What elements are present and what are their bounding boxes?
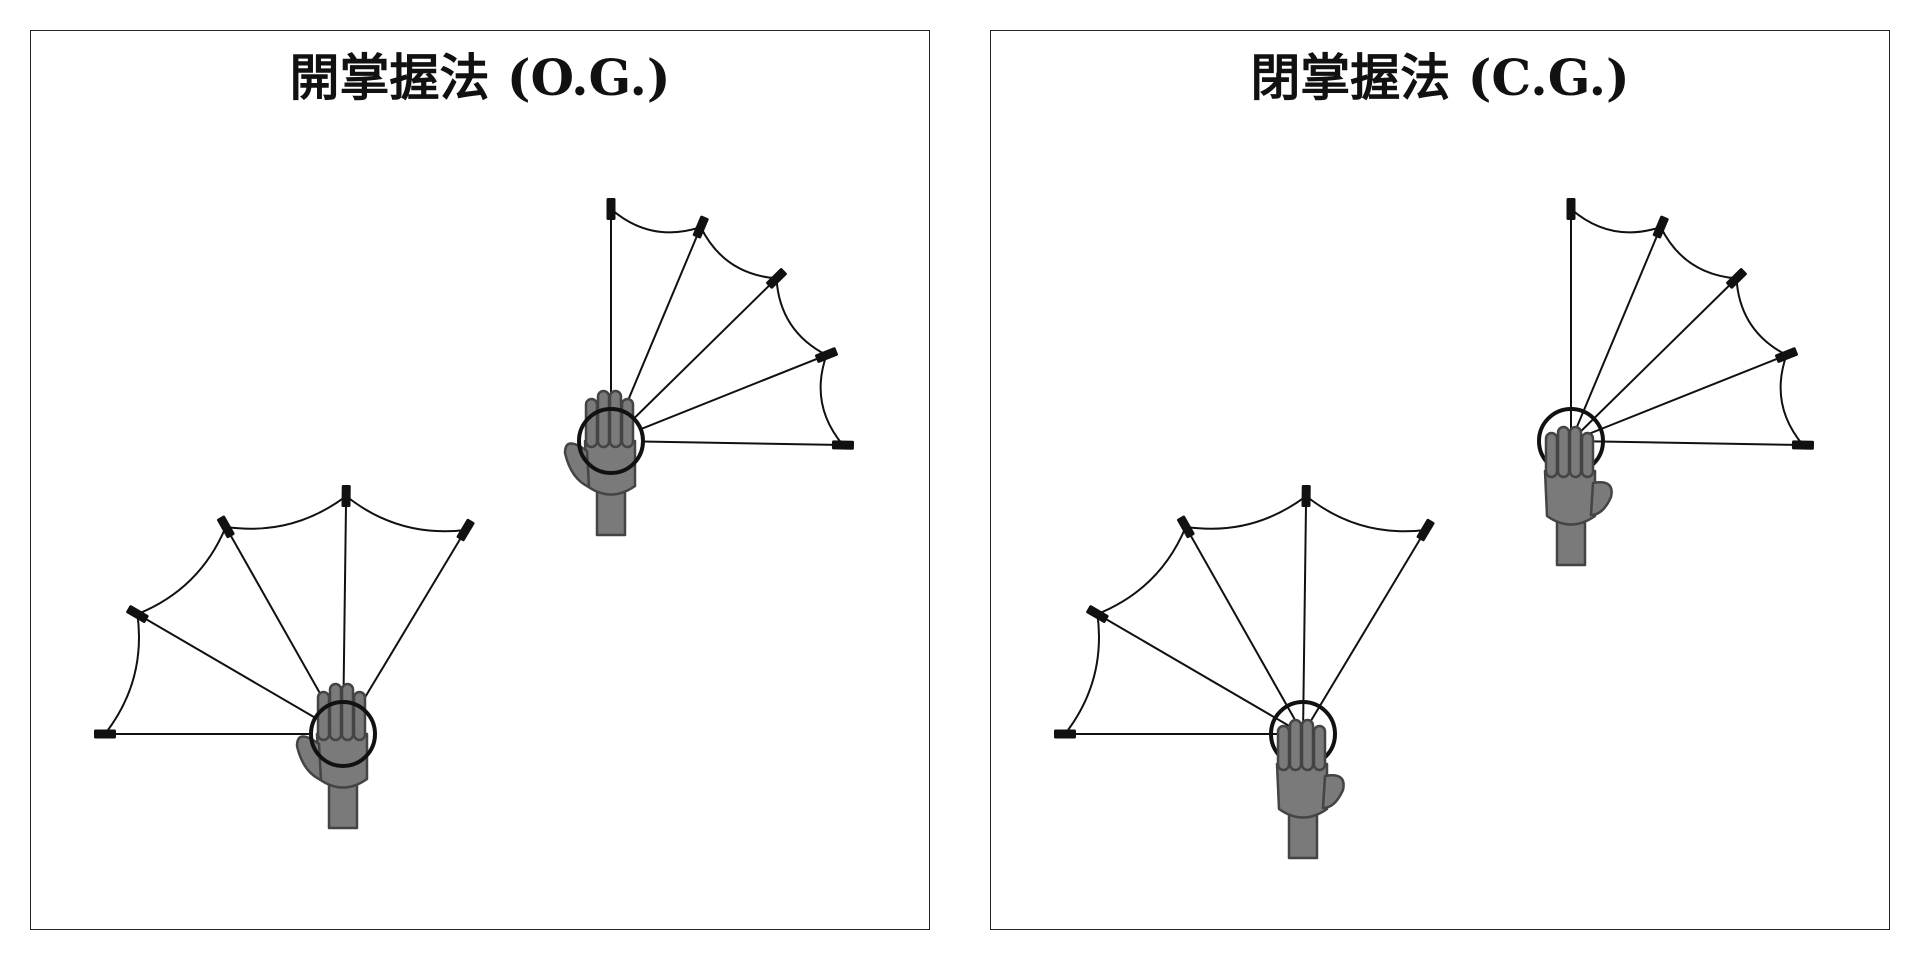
open-hand-icon xyxy=(563,389,637,537)
tip-marker xyxy=(217,515,235,539)
fan-group xyxy=(94,484,475,830)
scallop-arc xyxy=(1570,208,1662,234)
fan-ray xyxy=(610,277,778,442)
scallop-arc xyxy=(1305,495,1426,533)
fan-group xyxy=(1537,198,1815,567)
grip-ring xyxy=(577,407,645,475)
tip-marker xyxy=(1652,215,1669,239)
tip-marker xyxy=(126,605,149,623)
scallop-arc xyxy=(699,226,777,280)
fan-ray xyxy=(1570,440,1803,447)
grip-ring xyxy=(309,700,377,768)
tip-marker xyxy=(831,440,855,450)
fan-ray xyxy=(1184,526,1304,735)
scallop-arc xyxy=(225,495,347,530)
fan-ray xyxy=(136,613,344,735)
tip-marker xyxy=(1086,605,1109,623)
scallop-arc xyxy=(819,354,844,446)
fan-diagram-closed-grip xyxy=(1054,198,1815,860)
scallop-arc xyxy=(1659,226,1737,280)
fan-ray xyxy=(1096,613,1304,735)
fan-group xyxy=(563,198,855,537)
tip-marker xyxy=(1416,518,1435,542)
tip-marker xyxy=(606,198,616,220)
fan-group xyxy=(1054,484,1435,860)
fan-ray xyxy=(1570,277,1738,442)
scallop-arc xyxy=(1064,613,1100,735)
scallop-arc xyxy=(1779,354,1804,446)
tip-marker xyxy=(1775,347,1798,363)
fan-ray xyxy=(610,440,843,447)
tip-marker xyxy=(1177,515,1195,539)
fan-ray xyxy=(1302,496,1308,735)
fan-ray xyxy=(1302,529,1427,735)
tip-marker xyxy=(1301,484,1311,508)
scallop-arc xyxy=(345,495,466,533)
fan-ray xyxy=(610,354,827,442)
tip-marker xyxy=(1726,268,1747,289)
fan-ray xyxy=(1570,354,1787,442)
tip-marker xyxy=(456,518,475,542)
tip-marker xyxy=(1054,729,1076,739)
panel-open-grip: 開掌握法 (O.G.) xyxy=(30,30,930,930)
tip-marker xyxy=(766,268,787,289)
tip-marker xyxy=(1791,440,1815,450)
closed-hand-icon xyxy=(1275,718,1345,860)
tip-marker xyxy=(692,215,709,239)
scallop-arc xyxy=(1735,278,1787,356)
fan-ray xyxy=(1570,226,1662,442)
panel-title: 閉掌握法 (C.G.) xyxy=(1250,48,1630,107)
closed-hand-icon xyxy=(1543,425,1613,567)
tip-marker xyxy=(94,729,116,739)
scallop-arc xyxy=(610,208,702,234)
panel-closed-grip: 閉掌握法 (C.G.) xyxy=(990,30,1890,930)
fan-diagram-open-grip xyxy=(94,198,855,830)
scallop-arc xyxy=(104,613,140,735)
tip-marker xyxy=(815,347,838,363)
panel-title: 開掌握法 (O.G.) xyxy=(289,48,671,107)
scallop-arc xyxy=(1185,495,1307,530)
tip-marker xyxy=(1566,198,1576,220)
scallop-arc xyxy=(775,278,827,356)
scallop-arc xyxy=(137,526,227,616)
tip-marker xyxy=(341,484,351,508)
scallop-arc xyxy=(1097,526,1187,616)
